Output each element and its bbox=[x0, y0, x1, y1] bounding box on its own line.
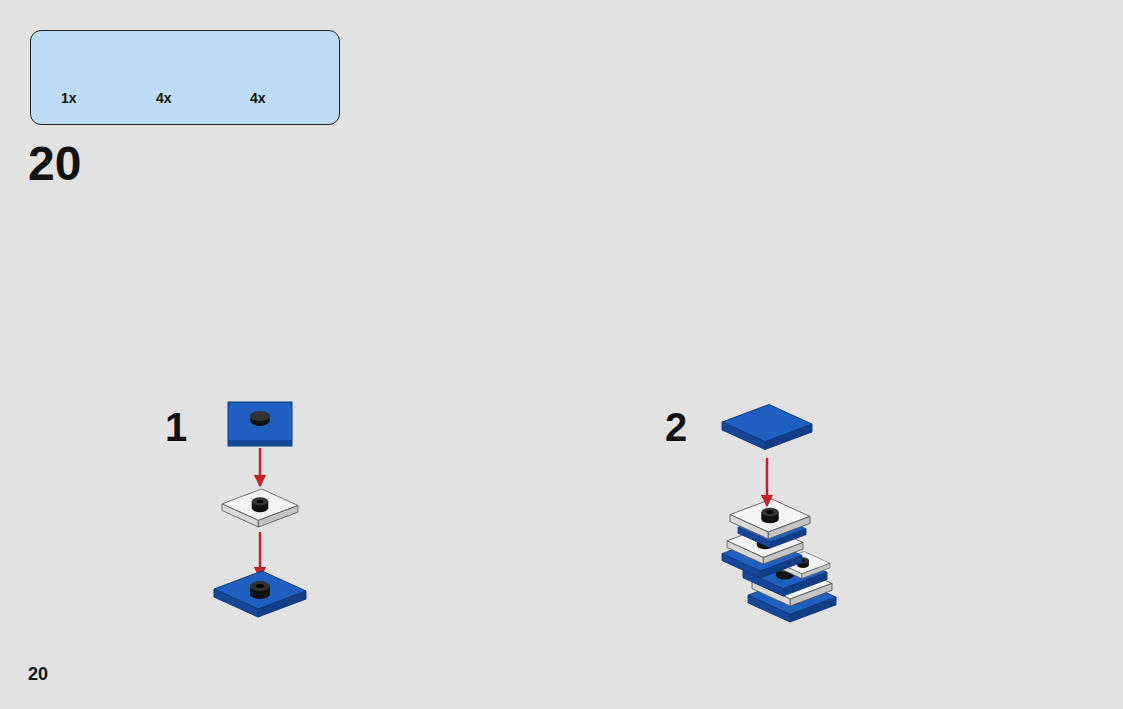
part-quantity: 4x bbox=[250, 91, 266, 105]
step-number: 20 bbox=[28, 140, 81, 188]
page-number: 20 bbox=[28, 665, 48, 683]
substep-number: 1 bbox=[165, 407, 187, 447]
parts-callout: 1x 4x 4x bbox=[30, 30, 340, 125]
part-quantity: 1x bbox=[61, 91, 77, 105]
part-quantity: 4x bbox=[156, 91, 172, 105]
substep-number: 2 bbox=[665, 407, 687, 447]
